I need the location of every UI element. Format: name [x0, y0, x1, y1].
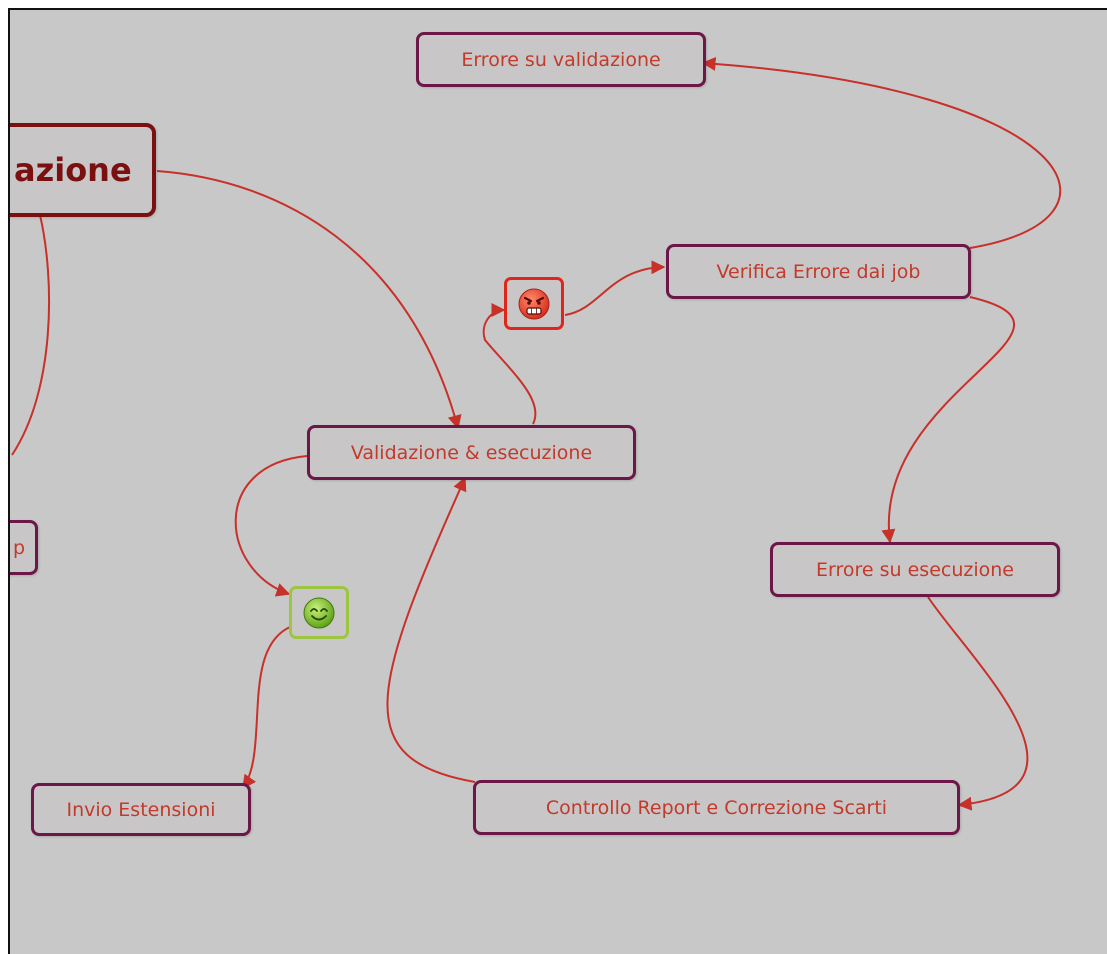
connector-happy-to-invio [242, 626, 291, 790]
node-partial-left[interactable]: p [10, 520, 38, 575]
angry-status-node[interactable] [504, 277, 564, 330]
node-verifica-errore-label: Verifica Errore dai job [716, 260, 921, 283]
node-partial-left-label: p [13, 536, 26, 559]
connector-verifica-to-errore-validazione [701, 56, 1062, 249]
node-invio-estensioni-label: Invio Estensioni [66, 798, 216, 821]
connector-controllo-to-validazione [386, 476, 476, 783]
connector-central-to-validazione [156, 170, 462, 430]
node-validazione-esecuzione[interactable]: Validazione & esecuzione [307, 425, 636, 480]
connector-errore-esecuzione-to-controllo [927, 596, 1029, 811]
connector-central-trunk [11, 214, 51, 456]
node-validazione-esecuzione-label: Validazione & esecuzione [350, 441, 593, 464]
smiling-face-icon [303, 597, 335, 628]
node-controllo-report-label: Controllo Report e Correzione Scarti [545, 796, 888, 819]
happy-status-node[interactable] [289, 586, 349, 639]
node-errore-validazione-label: Errore su validazione [461, 48, 661, 71]
node-errore-esecuzione-label: Errore su esecuzione [816, 558, 1014, 581]
connector-verifica-to-errore-esecuzione [881, 296, 1015, 544]
angry-face-icon [518, 288, 550, 319]
connector-angry-to-verifica [564, 260, 666, 316]
node-invio-estensioni[interactable]: Invio Estensioni [31, 783, 251, 836]
node-errore-validazione[interactable]: Errore su validazione [416, 32, 706, 87]
connector-validazione-to-happy [234, 455, 308, 597]
central-topic-label: azione [14, 151, 132, 189]
node-controllo-report[interactable]: Controllo Report e Correzione Scarti [473, 780, 960, 835]
node-verifica-errore[interactable]: Verifica Errore dai job [666, 244, 971, 299]
connector-layer [11, 56, 1062, 811]
connector-validazione-to-angry [482, 303, 537, 425]
mindmap-canvas[interactable]: azione Validazione & esecuzione Errore s… [8, 8, 1107, 954]
node-errore-esecuzione[interactable]: Errore su esecuzione [770, 542, 1060, 597]
central-topic-node[interactable]: azione [10, 123, 156, 217]
